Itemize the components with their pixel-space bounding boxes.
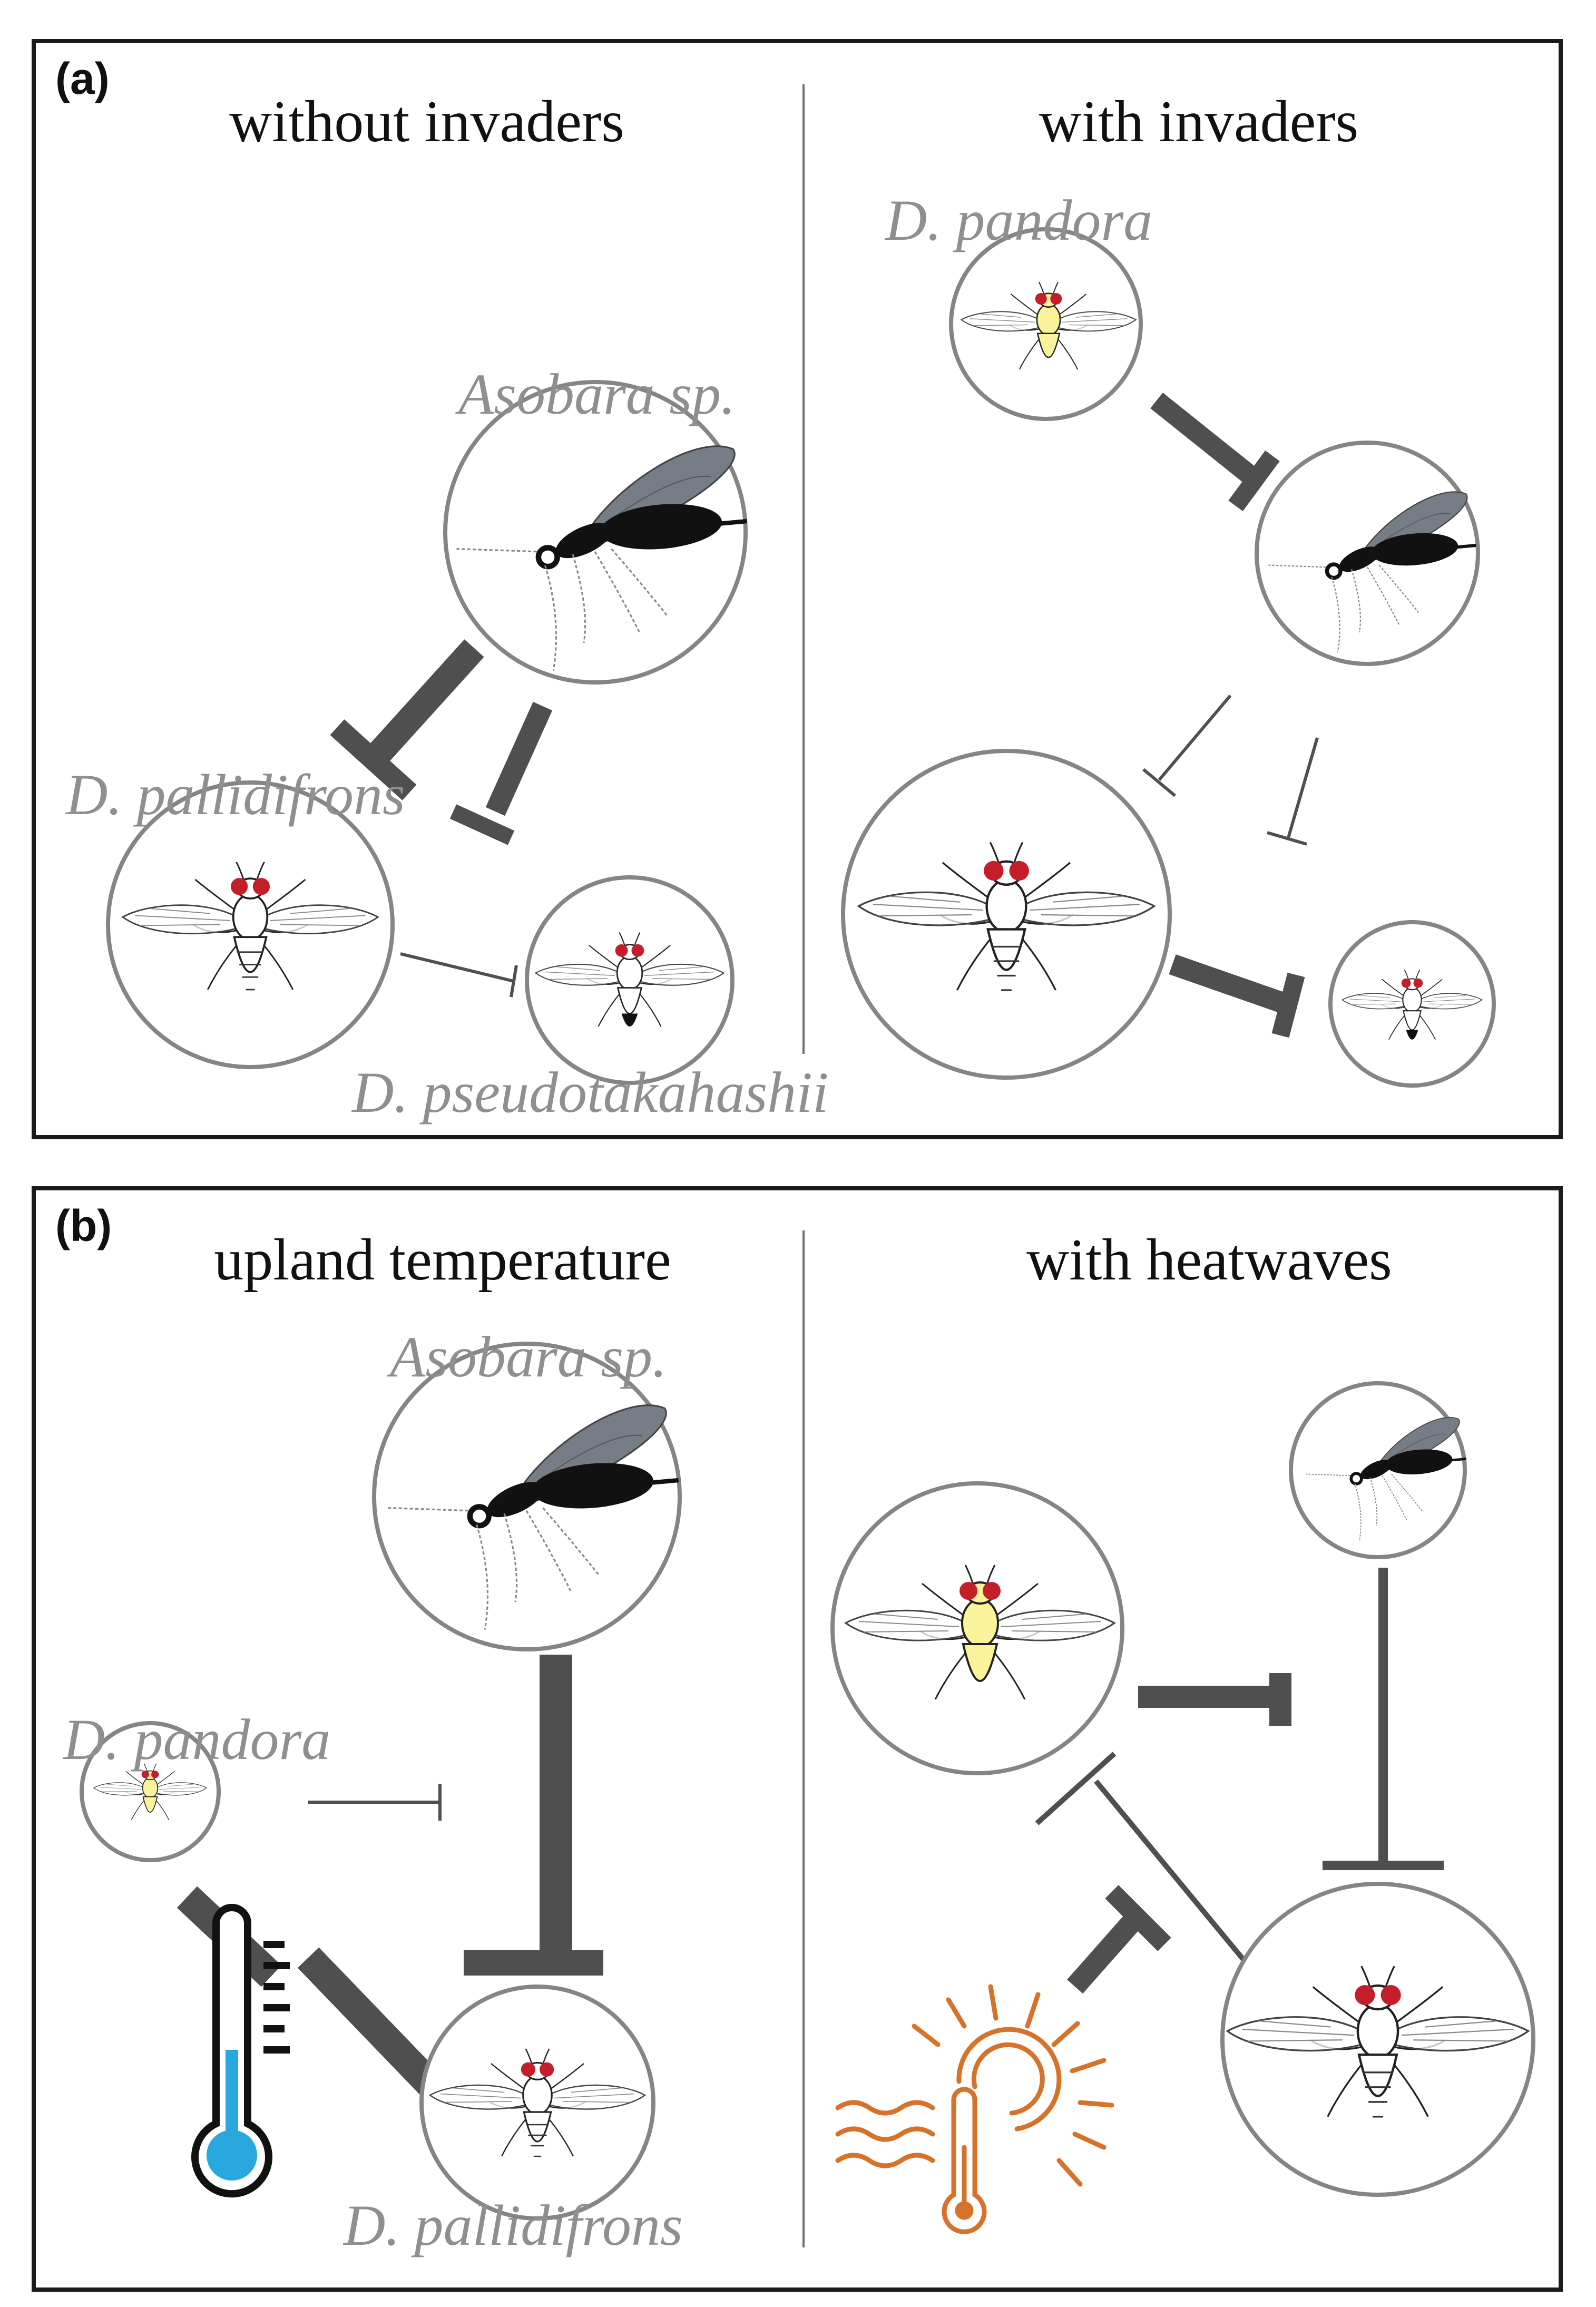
species-asobara-a: Asobara sp. <box>455 362 736 426</box>
asobara-to-pallidifrons-link-b <box>1158 695 1232 781</box>
species-pandora-b: D. pandora <box>62 1707 330 1772</box>
pallidifrons-to-pseudotakahashii-link <box>400 952 514 983</box>
pandora-to-asobara-link <box>1150 393 1255 482</box>
pallidifrons-circle-a-right <box>841 749 1172 1080</box>
asobara-circle-b-right <box>1289 1381 1466 1559</box>
species-pallidifrons-a: D. pallidifrons <box>65 763 405 827</box>
asobara-circle-a-right <box>1255 441 1480 666</box>
panel-a-right-title: with invaders <box>1039 89 1359 154</box>
pseudotakahashii-circle-a-right <box>1328 920 1496 1088</box>
panel-b-interactions <box>177 1568 1444 2113</box>
species-asobara-b: Asobara sp. <box>386 1325 667 1389</box>
pallidifrons-circle-a-left <box>106 780 395 1069</box>
asobara-to-pseudotakahashii-link-b <box>1287 737 1319 838</box>
panel-a-interactions <box>330 393 1319 1038</box>
heatwave-icon <box>835 1984 1114 2234</box>
species-pandora-a: D. pandora <box>884 188 1152 252</box>
pandora-circle-b-left <box>80 1721 221 1862</box>
pseudotakahashii-circle-a-left <box>525 875 735 1085</box>
species-pseudotakahashii-a: D. pseudotakahashii <box>351 1060 828 1125</box>
asobara-to-pseudotakahashii-link <box>485 701 553 816</box>
pallidifrons-to-pandora-link-d <box>1094 1779 1248 1965</box>
asobara-circle-a-left <box>443 380 747 685</box>
pandora-circle-a-right <box>949 227 1143 421</box>
asobara-circle-b-left <box>372 1342 682 1651</box>
panel-b-right-title: with heatwaves <box>1026 1227 1392 1293</box>
panel-b-label: (b) <box>55 1201 112 1250</box>
pallidifrons-circle-b-right <box>1220 1882 1535 2197</box>
panel-b-left-title: upland temperature <box>214 1227 671 1293</box>
heatwave-to-pallidifrons-link <box>1067 1911 1143 1994</box>
panel-b: (b) upland temperature with heatwaves <box>32 1186 1563 2292</box>
asobara-to-pallidifrons-link <box>364 639 484 768</box>
pandora-circle-b-right <box>830 1481 1124 1775</box>
thermometer-icon <box>191 1904 290 2198</box>
pallidifrons-to-pseudotakahashii-link-b <box>1169 954 1289 1014</box>
panel-a: (a) without invaders with invaders <box>32 39 1563 1139</box>
pallidifrons-circle-b-left <box>419 1985 655 2221</box>
species-pallidifrons-b: D. pallidifrons <box>342 2193 683 2257</box>
panel-a-left-title: without invaders <box>229 89 624 154</box>
panel-a-label: (a) <box>55 54 110 103</box>
